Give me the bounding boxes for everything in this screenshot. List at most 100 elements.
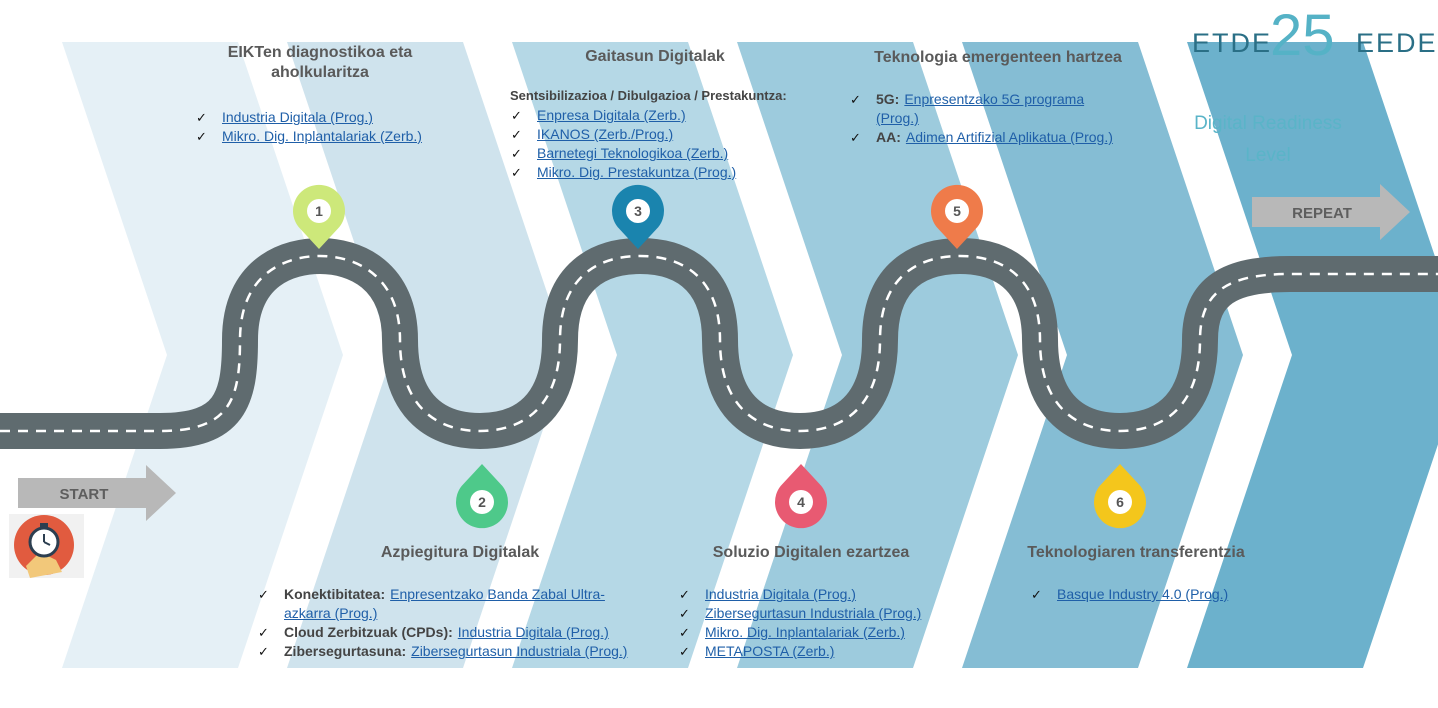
pin-inner-circle bbox=[789, 490, 813, 514]
program-link[interactable]: IKANOS (Zerb./Prog.) bbox=[537, 126, 674, 142]
etde-logo: ETDE 25 EEDE bbox=[1190, 3, 1436, 70]
stage-3-subtitle: Sentsibilizazioa / Dibulgazioa / Prestak… bbox=[510, 88, 787, 103]
list-item: ✓ Cloud Zerbitzuak (CPDs):Industria Digit… bbox=[258, 623, 668, 642]
pin-inner-circle bbox=[626, 199, 650, 223]
list-item: ✓ Zibersegurtasuna:Zibersegurtasun Indust… bbox=[258, 642, 668, 661]
pin-inner-circle bbox=[470, 490, 494, 514]
check-icon: ✓ bbox=[850, 130, 861, 145]
pin-number: 5 bbox=[953, 203, 961, 219]
check-icon: ✓ bbox=[511, 146, 522, 161]
stage-pin-4: 4 bbox=[775, 464, 827, 529]
readiness-line-2: Level bbox=[1245, 145, 1291, 166]
road-center-line bbox=[0, 254, 1438, 433]
item-label: Konektibitatea: bbox=[284, 586, 386, 602]
program-link-continued[interactable]: (Prog.) bbox=[876, 110, 919, 126]
item-label: 5G: bbox=[876, 91, 900, 107]
list-item: ✓ Barnetegi Teknologikoa (Zerb.) bbox=[511, 144, 736, 163]
list-item: ✓ AA:Adimen Artifizial Aplikatua (Prog.) bbox=[850, 128, 1170, 147]
list-item: ✓ METAPOSTA (Zerb.) bbox=[679, 642, 921, 661]
program-link[interactable]: Barnetegi Teknologikoa (Zerb.) bbox=[537, 145, 729, 161]
repeat-arrow: REPEAT bbox=[1252, 184, 1410, 240]
stage-pin-2: 2 bbox=[456, 464, 509, 529]
program-link[interactable]: Industria Digitala (Prog.) bbox=[222, 109, 373, 125]
stage-pin-5: 5 bbox=[930, 184, 983, 249]
check-icon: ✓ bbox=[196, 129, 207, 144]
list-item: ✓ Basque Industry 4.0 (Prog.) bbox=[1031, 585, 1228, 604]
pin-number: 6 bbox=[1116, 494, 1124, 510]
check-icon: ✓ bbox=[679, 644, 690, 659]
check-icon: ✓ bbox=[1031, 587, 1042, 602]
check-icon: ✓ bbox=[511, 108, 522, 123]
check-icon: ✓ bbox=[511, 127, 522, 142]
program-link[interactable]: Zibersegurtasun Industriala (Prog.) bbox=[705, 605, 922, 621]
check-icon: ✓ bbox=[258, 625, 269, 640]
check-icon: ✓ bbox=[196, 110, 207, 125]
list-item: ✓ 5G:Enpresentzako 5G programa (Prog.) bbox=[850, 90, 1170, 128]
stopwatch-icon bbox=[9, 514, 84, 578]
program-link[interactable]: METAPOSTA (Zerb.) bbox=[705, 643, 835, 659]
start-label: START bbox=[60, 486, 109, 503]
item-label: Cloud Zerbitzuak (CPDs): bbox=[284, 624, 453, 640]
logo-left-text: ETDE bbox=[1192, 28, 1273, 58]
list-item: ✓ Industria Digitala (Prog.) bbox=[196, 108, 422, 127]
stage-5-title: Teknologia emergenteen hartzea bbox=[874, 49, 1122, 66]
stage-pin-6: 6 bbox=[1094, 464, 1147, 529]
list-item: ✓Mikro. Dig. Prestakuntza (Prog.) bbox=[511, 163, 736, 182]
program-link[interactable]: Enpresentzako Banda Zabal Ultra- bbox=[390, 586, 605, 602]
chevron-band-1 bbox=[62, 42, 343, 668]
list-item: ✓ Konektibitatea:Enpresentzako Banda Zab… bbox=[258, 585, 668, 623]
check-icon: ✓ bbox=[679, 625, 690, 640]
pin-number: 4 bbox=[797, 494, 805, 510]
stage-6-list: ✓ Basque Industry 4.0 (Prog.) bbox=[1031, 585, 1228, 604]
check-icon: ✓ bbox=[679, 587, 690, 602]
program-link[interactable]: Adimen Artifizial Aplikatua (Prog.) bbox=[905, 129, 1113, 145]
pin-inner-circle bbox=[1108, 490, 1132, 514]
readiness-line-1: Digital Readiness bbox=[1194, 113, 1342, 134]
repeat-label: REPEAT bbox=[1292, 205, 1352, 222]
pin-number: 1 bbox=[315, 203, 323, 219]
program-link[interactable]: Industria Digitala (Prog.) bbox=[705, 586, 856, 602]
stage-pins: 1 2 3 4 5 6 bbox=[293, 184, 1147, 529]
list-item: ✓ Enpresa Digitala (Zerb.) bbox=[511, 106, 736, 125]
stage-pin-3: 3 bbox=[612, 184, 665, 249]
list-item: ✓ IKANOS (Zerb./Prog.) bbox=[511, 125, 736, 144]
pin-inner-circle bbox=[307, 199, 331, 223]
pin-inner-circle bbox=[945, 199, 969, 223]
stage-1-list: ✓ Industria Digitala (Prog.) ✓ Mikro. Dig.… bbox=[196, 108, 422, 146]
check-icon: ✓ bbox=[850, 92, 861, 107]
pin-number: 3 bbox=[634, 203, 642, 219]
stage-1-title: EIKTen diagnostikoa eta aholkularitza bbox=[227, 44, 413, 81]
stage-3-title: Gaitasun Digitalak bbox=[585, 48, 725, 65]
check-icon: ✓ bbox=[258, 644, 269, 659]
item-label: Zibersegurtasuna: bbox=[284, 643, 407, 659]
program-link[interactable]: Mikro. Dig. Inplantalariak (Zerb.) bbox=[705, 624, 905, 640]
logo-right-text: EEDE bbox=[1356, 28, 1438, 58]
stage-4-title: Soluzio Digitalen ezartzea bbox=[712, 544, 910, 561]
stage-6-title: Teknologiaren transferentzia bbox=[1027, 544, 1245, 561]
program-link[interactable]: Basque Industry 4.0 (Prog.) bbox=[1057, 586, 1229, 602]
program-link[interactable]: Enpresa Digitala (Zerb.) bbox=[537, 107, 686, 123]
stage-pin-1: 1 bbox=[293, 184, 346, 249]
list-item: ✓ Zibersegurtasun Industriala (Prog.) bbox=[679, 604, 921, 623]
list-item: ✓ Mikro. Dig. Inplantalariak (Zerb.) bbox=[196, 127, 422, 146]
program-link[interactable]: Industria Digitala (Prog.) bbox=[457, 624, 609, 640]
item-label: AA: bbox=[876, 129, 901, 145]
stage-2-list: ✓ Konektibitatea:Enpresentzako Banda Zab… bbox=[258, 585, 668, 661]
stage-3-list: ✓ Enpresa Digitala (Zerb.) ✓ IKANOS (Zerb.… bbox=[511, 106, 736, 182]
pin-number: 2 bbox=[478, 494, 486, 510]
program-link-continued[interactable]: azkarra (Prog.) bbox=[284, 605, 378, 621]
program-link[interactable]: Mikro. Dig. Inplantalariak (Zerb.) bbox=[222, 128, 422, 144]
check-icon: ✓ bbox=[679, 606, 690, 621]
program-link[interactable]: Mikro. Dig. Prestakuntza (Prog.) bbox=[537, 164, 737, 180]
stage-2-title: Azpiegitura Digitalak bbox=[380, 544, 540, 561]
program-link[interactable]: Zibersegurtasun Industriala (Prog.) bbox=[411, 643, 628, 659]
readiness-heading: Digital Readiness Level bbox=[1170, 108, 1366, 172]
logo-number: 25 bbox=[1270, 3, 1335, 68]
program-link[interactable]: Enpresentzako 5G programa bbox=[904, 91, 1085, 107]
road bbox=[0, 237, 1438, 450]
stage-5-list: ✓ 5G:Enpresentzako 5G programa (Prog.) ✓… bbox=[850, 90, 1170, 147]
chevron-band-5 bbox=[962, 42, 1243, 668]
chevron-band-3 bbox=[512, 42, 793, 668]
start-arrow: START bbox=[18, 465, 176, 521]
